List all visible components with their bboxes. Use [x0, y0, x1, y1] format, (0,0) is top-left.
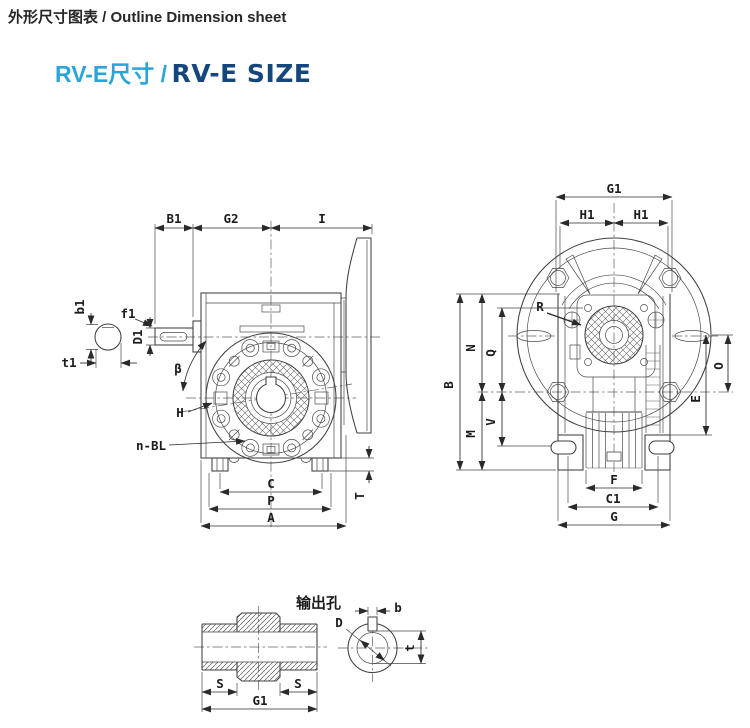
dim-label-C1: C1: [605, 491, 620, 506]
front-view-drawing: b1 t1 f1 D1 B1 G2 I: [61, 211, 380, 530]
side-bottom-dimensions: [557, 456, 671, 529]
dim-label-D1: D1: [130, 329, 145, 344]
dim-label-Q: Q: [483, 349, 498, 357]
page-header: 外形尺寸图表 / Outline Dimension sheet: [8, 9, 287, 26]
worm-shaft-section: [584, 305, 644, 365]
bore-cross-section: [338, 607, 428, 682]
dim-label-beta: β: [174, 361, 182, 376]
motor-flange-bell: [341, 237, 372, 434]
hollow-shaft-section: [194, 606, 327, 713]
dim-label-G1-side: G1: [606, 181, 621, 196]
dim-label-D: D: [335, 615, 343, 630]
dim-label-E: E: [688, 395, 703, 403]
dim-label-S-right: S: [294, 676, 302, 691]
front-bottom-dimensions: [200, 435, 347, 530]
section-title-cn: RV-E尺寸 /: [55, 61, 168, 87]
dim-label-H1-right: H1: [633, 207, 648, 222]
dim-label-f1: f1: [120, 306, 135, 321]
dim-label-G: G: [610, 509, 618, 524]
dim-label-S-left: S: [216, 676, 224, 691]
output-hole-caption: 输出孔: [296, 594, 341, 612]
dim-label-H1-left: H1: [579, 207, 594, 222]
side-right-dimensions: [670, 334, 733, 436]
dim-label-t1: t1: [61, 355, 76, 370]
dim-label-t: t: [402, 644, 417, 652]
dim-label-M: M: [463, 430, 478, 438]
dim-label-N: N: [463, 344, 478, 352]
dim-label-G2: G2: [223, 211, 238, 226]
dim-label-G1-bottom: G1: [252, 693, 267, 708]
dim-label-B: B: [441, 381, 456, 389]
cooling-fins: [585, 413, 643, 469]
dim-label-F: F: [610, 472, 618, 487]
output-bore-section-drawing: 输出孔 S S G1: [194, 594, 428, 713]
dim-label-O: O: [711, 362, 726, 370]
dim-label-R: R: [536, 299, 544, 314]
input-shaft: [154, 320, 202, 353]
output-flange-face: [205, 332, 337, 464]
dim-label-H: H: [176, 405, 184, 420]
dim-label-T: T: [352, 492, 367, 500]
input-shaft-section-detail: [80, 313, 137, 368]
dim-label-I: I: [318, 211, 326, 226]
dim-label-A: A: [267, 510, 275, 525]
section-title-en: RV-E SIZE: [171, 59, 312, 88]
front-mounting-feet: [211, 457, 329, 472]
section-title: RV-E尺寸 / RV-E SIZE: [55, 55, 311, 89]
dim-label-P: P: [267, 493, 275, 508]
side-top-dimensions: [555, 193, 673, 292]
side-left-dimensions: [456, 293, 583, 471]
side-view-drawing: G1 H1 H1 R B N M Q V: [441, 181, 733, 529]
dim-label-b1: b1: [72, 299, 87, 314]
dim-label-C: C: [267, 476, 275, 491]
dim-label-V: V: [483, 418, 498, 426]
dim-label-b: b: [394, 600, 402, 615]
front-top-dimensions: [154, 224, 373, 324]
dim-label-nBL: n-BL: [136, 438, 167, 453]
dim-label-B1: B1: [166, 211, 181, 226]
side-mounting-feet: [550, 434, 675, 471]
motor-flange-circle: [516, 237, 712, 433]
